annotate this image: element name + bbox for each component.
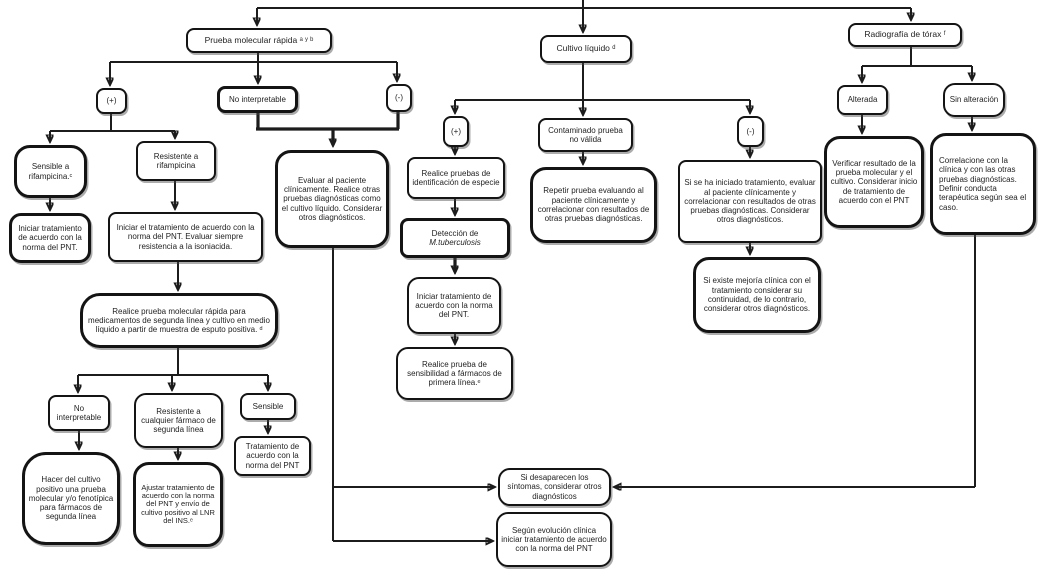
node-evaluar-paciente: Evaluar al paciente clínicamente. Realic… [275, 150, 389, 248]
node-cl-iniciar-tratamiento: Iniciar tratamiento de acuerdo con la no… [407, 277, 501, 334]
node-pm-no-interpretable: No interpretable [217, 86, 298, 113]
node-rx-alterada: Alterada [837, 85, 888, 115]
node-desaparecen-sintomas: Si desaparecen los síntomas, considerar … [498, 468, 611, 506]
node-segun-evolucion: Según evolución clínica iniciar tratamie… [496, 512, 612, 567]
node-cl-positivo: (+) [443, 116, 469, 147]
node-resistente-rifampicina: Resistente a rifampicina [136, 141, 216, 181]
node-tratamiento-norma: Tratamiento de acuerdo con la norma del … [234, 436, 311, 476]
node-radiografia-torax: Radiografía de tórax ᶠ [848, 23, 962, 47]
node-pm-positivo: (+) [96, 88, 127, 114]
node-hacer-cultivo-positivo: Hacer del cultivo positivo una prueba mo… [22, 452, 120, 545]
node-pm-negativo: (-) [386, 84, 412, 112]
node-ajustar-tratamiento: Ajustar tratamiento de acuerdo con la no… [133, 462, 223, 547]
node-sl-no-interpretable: No interpretable [48, 395, 110, 431]
node-sl-sensible: Sensible [240, 393, 296, 420]
node-prueba-molecular-rapida: Prueba molecular rápida ᵃ ʸ ᵇ [186, 28, 332, 53]
node-prueba-sensibilidad: Realice prueba de sensibilidad a fármaco… [396, 347, 513, 400]
node-si-iniciado-tratamiento: Si se ha iniciado tratamiento, evaluar a… [678, 160, 822, 243]
node-iniciar-tratamiento-norma: Iniciar tratamiento de acuerdo con la no… [9, 213, 91, 263]
node-iniciar-tratamiento-isoniacida: Iniciar el tratamiento de acuerdo con la… [108, 212, 263, 262]
deteccion-especie: M.tuberculosis [429, 238, 481, 247]
node-verificar-resultado: Verificar resultado de la prueba molecul… [824, 136, 924, 228]
node-mejoria-clinica: Si existe mejoría clínica con el tratami… [693, 257, 821, 333]
node-cl-contaminado: Contaminado prueba no válida [538, 118, 633, 152]
node-prueba-segunda-linea: Realice prueba molecular rápida para med… [80, 293, 278, 348]
node-cultivo-liquido: Cultivo líquido ᵈ [540, 35, 632, 63]
node-sl-resistente: Resistente a cualquier fármaco de segund… [134, 393, 223, 448]
node-sensible-rifampicina: Sensible a rifampicina.ᶜ [14, 145, 87, 198]
node-rx-sin-alteracion: Sin alteración [943, 83, 1005, 117]
deteccion-label: Detección de [431, 228, 479, 238]
node-correlacione-clinica: Correlacione con la clínica y con las ot… [930, 133, 1036, 235]
node-deteccion-mtuberculosis: Detección de M.tuberculosis [400, 218, 510, 258]
node-cl-negativo: (-) [737, 116, 764, 147]
node-repetir-prueba: Repetir prueba evaluando al paciente clí… [530, 167, 657, 243]
node-identificacion-especie: Realice pruebas de identificación de esp… [407, 157, 505, 199]
